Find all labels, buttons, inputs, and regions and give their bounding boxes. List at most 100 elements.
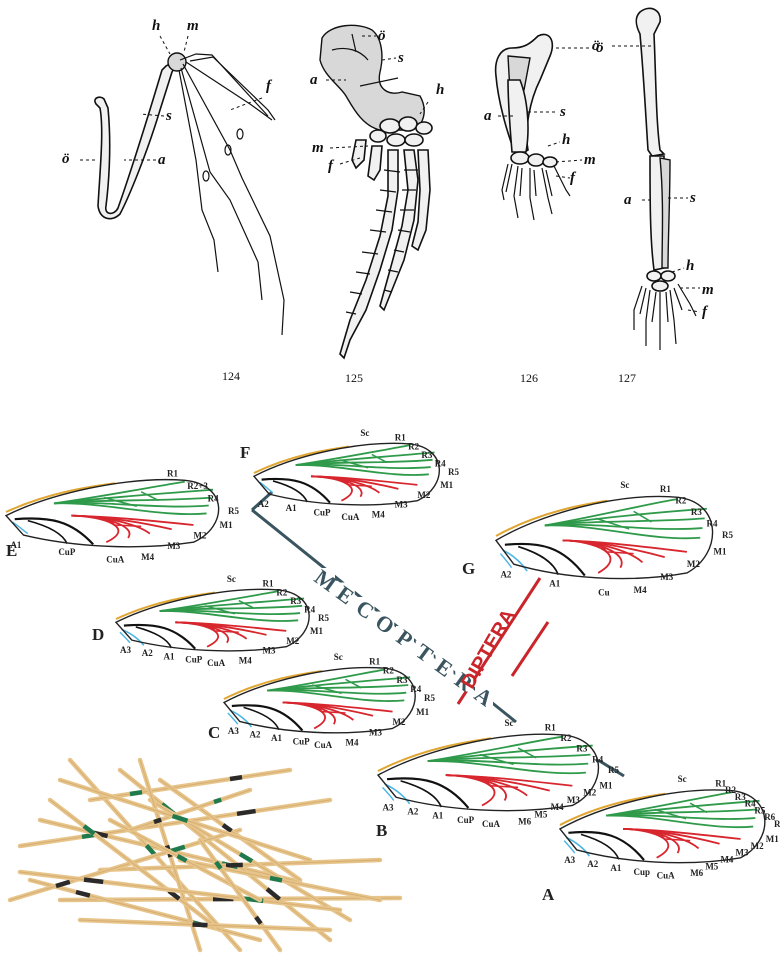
vein-label-r2: R2	[383, 666, 394, 676]
vein-label-cup: CuP	[457, 815, 475, 825]
vein-label-sc: Sc	[678, 774, 687, 784]
vein-label-r4: R4	[706, 519, 717, 529]
vein-label-a3: A3	[228, 726, 239, 736]
vein-label-a2: A2	[587, 859, 598, 869]
vein-label-r5: R5	[448, 467, 459, 477]
vein-label-a1: A1	[610, 863, 621, 873]
label-m: m	[187, 18, 199, 34]
vein-label-m2: M2	[751, 841, 764, 851]
wing-letter-D: D	[92, 625, 104, 644]
vein-label-m6: M6	[518, 817, 531, 827]
vein-label-m4: M4	[346, 738, 359, 748]
label-a: a	[624, 192, 632, 208]
vein-label-a2: A2	[142, 648, 153, 658]
vein-label-r4: R4	[592, 754, 603, 764]
label-o: ö	[378, 28, 386, 44]
vein-label-r4: R4	[304, 604, 315, 614]
vein-label-cup: CuP	[314, 508, 332, 518]
vein-label-m1: M1	[599, 780, 612, 790]
wing-letter-A: A	[542, 885, 555, 904]
vein-label-r5: R5	[608, 765, 619, 775]
wing-D: ScR1R2R3R4R5M1M2M3M4A3A2A1CuPCuAD	[92, 574, 329, 668]
label-h: h	[686, 258, 694, 274]
vein-label-m4: M4	[141, 552, 154, 562]
figure-number-127: 127	[618, 371, 636, 385]
label-f: f	[702, 304, 709, 320]
label-m: m	[584, 152, 596, 168]
vein-label-sc: Sc	[227, 574, 236, 584]
vein-label-m3: M3	[736, 848, 749, 858]
vein-label-m1: M1	[766, 834, 779, 844]
vein-label-m3: M3	[369, 727, 382, 737]
label-h: h	[436, 82, 444, 98]
diptera-label: DIPTERA	[457, 605, 520, 692]
vein-label-cua: CuA	[657, 871, 676, 881]
vein-label-r4: R4	[410, 684, 421, 694]
label-a: a	[310, 72, 318, 88]
vein-label-r2: R2	[408, 441, 419, 451]
vein-label-m3: M3	[167, 541, 180, 551]
pickup-sticks-photo	[10, 760, 400, 950]
vein-label-a1: A1	[286, 503, 297, 513]
vein-label-a1: A1	[164, 651, 175, 661]
vein-label-a2: A2	[249, 730, 260, 740]
vein-label-cua: CuA	[314, 740, 333, 750]
vein-label-m6: M6	[690, 868, 703, 878]
label-h: h	[562, 132, 570, 148]
vein-label-r1: R1	[395, 433, 406, 443]
vein-label-cup: CuP	[293, 737, 311, 747]
vein-label-sc: Sc	[505, 718, 514, 728]
vein-label-r3: R3	[691, 507, 702, 517]
vein-label-m4: M4	[372, 509, 385, 519]
vein-label-cua: CuA	[207, 658, 226, 668]
vein-label-a2: A2	[500, 570, 511, 580]
vein-label-r2+3: R2+3	[187, 481, 208, 491]
label-s: s	[397, 50, 404, 66]
label-a: a	[158, 152, 166, 168]
vein-label-a1: A1	[432, 811, 443, 821]
vein-label-sc: Sc	[620, 480, 629, 490]
label-s: s	[559, 104, 566, 120]
pickup-stick	[20, 800, 330, 846]
label-a: a	[484, 108, 492, 124]
vein-label-a3: A3	[120, 645, 131, 655]
vein-label-a1: A1	[549, 578, 560, 588]
vein-label-m1: M1	[416, 707, 429, 717]
mecoptera-letter: C	[351, 595, 379, 625]
vein-label-r1: R1	[660, 484, 671, 494]
vein-label-m4: M4	[720, 855, 733, 865]
wing-letter-B: B	[376, 821, 387, 840]
vein-label-r1: R1	[545, 722, 556, 732]
vein-label-m1: M1	[310, 626, 323, 636]
label-f: f	[570, 170, 577, 186]
pickup-stick	[80, 920, 330, 930]
vein-label-r1: R1	[369, 657, 380, 667]
label-m: m	[702, 282, 714, 298]
vein-label-m1: M1	[714, 546, 727, 556]
vein-label-m4: M4	[551, 802, 564, 812]
vein-label-a1: A1	[271, 733, 282, 743]
vein-label-cu: Cu	[598, 587, 610, 597]
vein-label-sc: Sc	[334, 652, 343, 662]
label-h: h	[152, 18, 160, 34]
wing-letter-G: G	[462, 559, 475, 578]
wing-letter-E: E	[6, 541, 17, 560]
label-o: ö	[592, 38, 600, 54]
vein-label-m4: M4	[634, 585, 647, 595]
mecoptera-letter: E	[332, 580, 359, 609]
vein-label-m2: M2	[583, 788, 596, 798]
vein-label-cup: CuP	[58, 547, 76, 557]
vein-label-r5: R5	[722, 530, 733, 540]
vein-label-m3: M3	[660, 572, 673, 582]
vein-label-m2: M2	[687, 559, 700, 569]
vein-label-cup: CuP	[185, 655, 203, 665]
figure-125-flipper: ö s a h m f 125	[310, 25, 444, 385]
wing-letter-C: C	[208, 723, 220, 742]
vein-label-a3: A3	[564, 855, 575, 865]
vein-label-m3: M3	[567, 795, 580, 805]
vein-label-m4: M4	[239, 655, 252, 665]
vein-label-r2: R2	[276, 587, 287, 597]
vein-label-cua: CuA	[106, 554, 125, 564]
figure-number-126: 126	[520, 371, 538, 385]
